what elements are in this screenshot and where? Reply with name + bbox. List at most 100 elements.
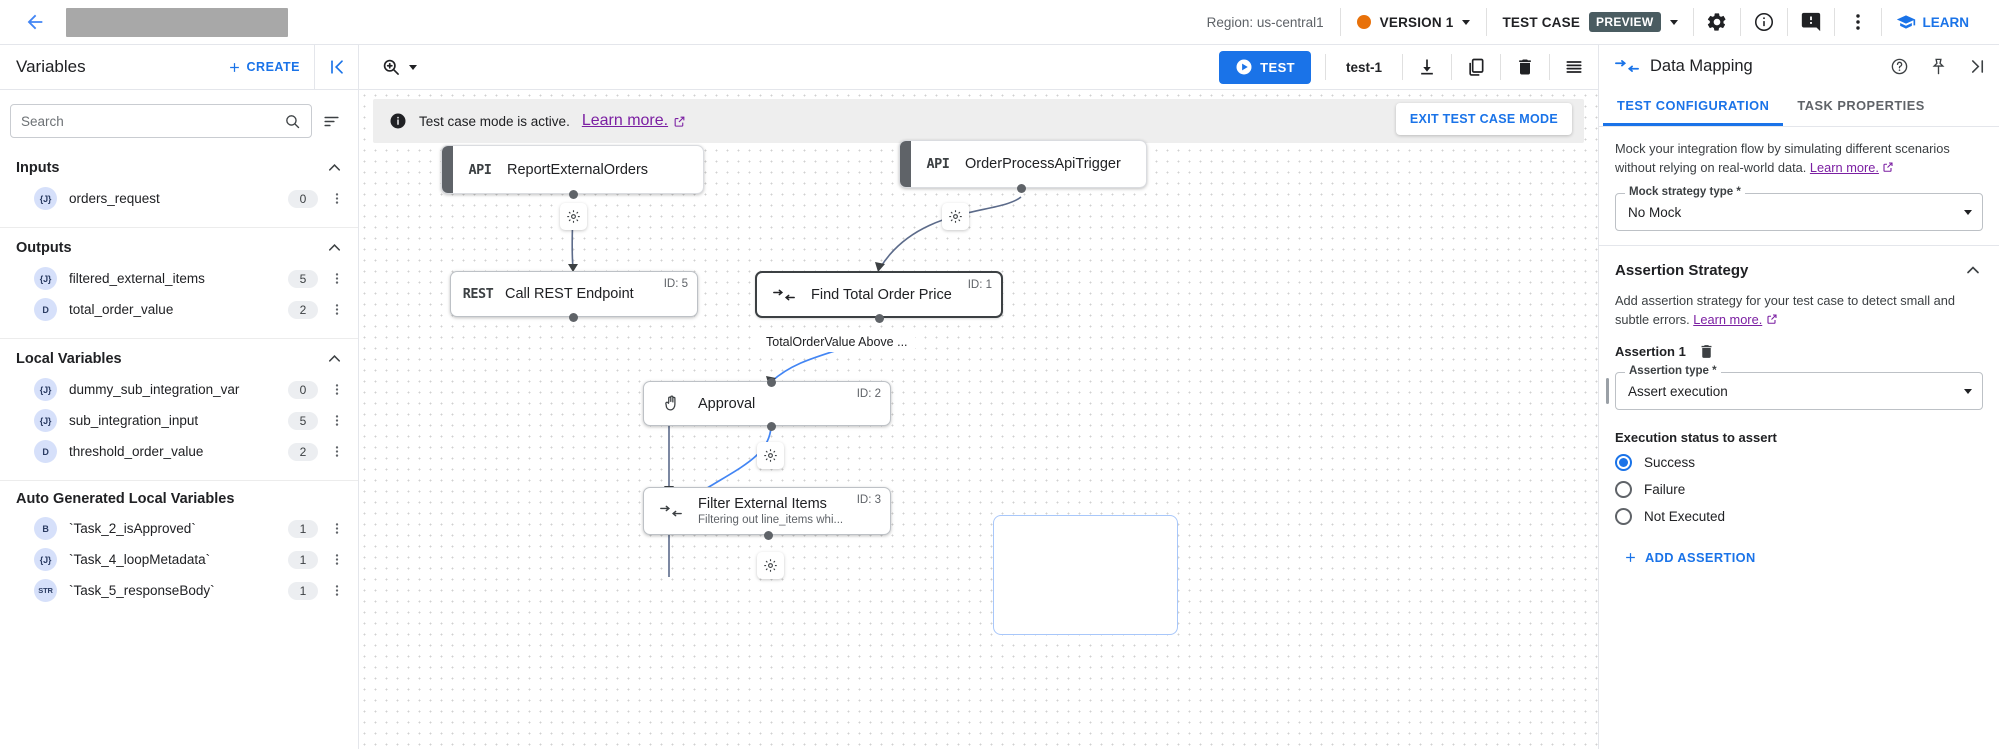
radio-icon[interactable] <box>1615 481 1632 499</box>
assertion-type-select[interactable]: Assert execution <box>1615 372 1983 411</box>
radio-option-success[interactable]: Success <box>1599 449 1999 476</box>
tab-test-configuration[interactable]: TEST CONFIGURATION <box>1603 87 1784 126</box>
mock-strategy-field[interactable]: Mock strategy type * No Mock <box>1615 186 1983 232</box>
feedback-icon[interactable] <box>1788 0 1834 45</box>
pin-icon[interactable] <box>1924 49 1952 83</box>
top-header: Region: us-central1 VERSION 1 TEST CASE … <box>0 0 1999 45</box>
section-header[interactable]: Local Variables <box>0 339 358 374</box>
more-vert-icon[interactable] <box>330 552 344 567</box>
node-connector-dot[interactable] <box>767 422 776 431</box>
flow-node-call-rest-endpoint[interactable]: REST Call REST Endpoint ID: 5 <box>450 271 698 317</box>
assertion-type-field[interactable]: Assertion type * Assert execution <box>1615 365 1983 411</box>
radio-option-not-executed[interactable]: Not Executed <box>1599 503 1999 530</box>
exit-test-case-mode-button[interactable]: EXIT TEST CASE MODE <box>1395 103 1572 135</box>
edge-gear-icon[interactable] <box>757 552 784 579</box>
flow-node-report-external-orders[interactable]: API ReportExternalOrders <box>441 145 704 194</box>
edge-condition-label[interactable]: TotalOrderValue Above ... <box>759 332 915 352</box>
variable-row[interactable]: {J} `Task_4_loopMetadata` 1 <box>0 544 358 575</box>
info-icon[interactable] <box>1741 0 1787 45</box>
variable-row[interactable]: D threshold_order_value 2 <box>0 436 358 467</box>
node-connector-dot[interactable] <box>1017 184 1026 193</box>
back-arrow-icon[interactable] <box>18 5 52 39</box>
mapping-icon <box>644 503 698 519</box>
tab-task-properties[interactable]: TASK PROPERTIES <box>1797 98 1925 113</box>
chevron-up-icon[interactable] <box>325 238 344 257</box>
assertion-section-title: Assertion Strategy <box>1615 261 1749 279</box>
zoom-control[interactable] <box>375 57 431 77</box>
divider <box>1599 245 1999 247</box>
variable-row[interactable]: STR `Task_5_responseBody` 1 <box>0 575 358 606</box>
node-body: OrderProcessApiTrigger <box>965 156 1146 172</box>
help-icon[interactable] <box>1885 49 1913 83</box>
test-case-name[interactable]: test-1 <box>1345 59 1382 75</box>
add-assertion-button[interactable]: ADD ASSERTION <box>1613 544 1766 571</box>
variable-row[interactable]: D total_order_value 2 <box>0 294 358 325</box>
assertion-section-header[interactable]: Assertion Strategy <box>1599 246 1999 284</box>
download-icon[interactable] <box>1403 45 1451 90</box>
copy-icon[interactable] <box>1452 45 1500 90</box>
banner-learn-more-link[interactable]: Learn more. <box>581 112 669 129</box>
radio-icon[interactable] <box>1615 454 1632 472</box>
node-connector-dot[interactable] <box>875 314 884 323</box>
chevron-up-icon[interactable] <box>325 158 344 177</box>
section-header[interactable]: Inputs <box>0 148 358 183</box>
variable-row[interactable]: {J} dummy_sub_integration_var 0 <box>0 374 358 405</box>
node-id-label: ID: 3 <box>856 494 881 506</box>
variable-count: 2 <box>288 442 318 461</box>
more-vert-icon[interactable] <box>330 191 344 206</box>
mock-strategy-select[interactable]: No Mock <box>1615 193 1983 232</box>
chevron-up-icon[interactable] <box>1963 260 1983 280</box>
radio-icon[interactable] <box>1615 508 1632 526</box>
search-input[interactable] <box>21 113 278 129</box>
edge-gear-icon[interactable] <box>560 203 587 230</box>
variable-row[interactable]: B `Task_2_isApproved` 1 <box>0 513 358 544</box>
more-vert-icon[interactable] <box>330 382 344 397</box>
more-vert-icon[interactable] <box>330 413 344 428</box>
variable-section-inputs: Inputs {J} orders_request 0 <box>0 148 358 228</box>
more-vert-icon[interactable] <box>330 583 344 598</box>
assertion-type-label: Assertion type * <box>1625 365 1721 378</box>
list-icon[interactable] <box>1550 45 1598 90</box>
radio-option-failure[interactable]: Failure <box>1599 476 1999 503</box>
variable-row[interactable]: {J} sub_integration_input 5 <box>0 405 358 436</box>
create-variable-button[interactable]: CREATE <box>227 60 314 75</box>
section-header[interactable]: Outputs <box>0 228 358 263</box>
flow-node-filter-external-items[interactable]: Filter External Items Filtering out line… <box>643 487 891 535</box>
version-selector[interactable]: VERSION 1 <box>1341 15 1487 30</box>
variable-name: dummy_sub_integration_var <box>69 382 240 397</box>
more-vert-icon[interactable] <box>330 271 344 286</box>
test-mode-banner: Test case mode is active. Learn more. <box>373 99 1584 143</box>
delete-icon[interactable] <box>1501 45 1549 90</box>
more-vert-icon[interactable] <box>330 521 344 536</box>
sort-icon[interactable] <box>318 106 344 136</box>
flow-node-find-total-order-price[interactable]: Find Total Order Price ID: 1 <box>755 271 1003 318</box>
section-header[interactable]: Auto Generated Local Variables <box>0 481 358 513</box>
gear-icon[interactable] <box>1694 0 1740 45</box>
edge-gear-icon[interactable] <box>942 203 969 230</box>
flow-canvas[interactable]: Test case mode is active. Learn more. EX… <box>359 90 1598 749</box>
flow-node-approval[interactable]: Approval ID: 2 <box>643 381 891 426</box>
chevron-up-icon[interactable] <box>325 349 344 368</box>
variable-row[interactable]: {J} orders_request 0 <box>0 183 358 214</box>
node-connector-dot[interactable] <box>569 313 578 322</box>
learn-button[interactable]: LEARN <box>1882 12 1988 32</box>
mock-learn-more-link[interactable]: Learn more. <box>1809 159 1879 175</box>
test-case-selector[interactable]: TEST CASE PREVIEW <box>1487 12 1692 32</box>
search-box[interactable] <box>10 104 312 138</box>
flow-node-order-process-api-trigger[interactable]: API OrderProcessApiTrigger <box>899 140 1147 188</box>
node-connector-dot[interactable] <box>764 531 773 540</box>
more-vert-icon[interactable] <box>330 444 344 459</box>
more-vert-icon[interactable] <box>330 302 344 317</box>
edge-gear-icon[interactable] <box>757 442 784 469</box>
collapse-left-icon[interactable] <box>314 44 358 90</box>
node-connector-dot[interactable] <box>767 378 776 387</box>
assertion-learn-more-link[interactable]: Learn more. <box>1693 311 1763 327</box>
more-vert-icon[interactable] <box>1835 0 1881 45</box>
expand-right-icon[interactable] <box>1963 49 1991 83</box>
test-button[interactable]: TEST <box>1219 50 1311 84</box>
node-id-label: ID: 2 <box>856 388 881 400</box>
selected-node-card[interactable] <box>993 515 1178 635</box>
delete-icon[interactable] <box>1698 343 1715 360</box>
variable-row[interactable]: {J} filtered_external_items 5 <box>0 263 358 294</box>
node-connector-dot[interactable] <box>569 190 578 199</box>
